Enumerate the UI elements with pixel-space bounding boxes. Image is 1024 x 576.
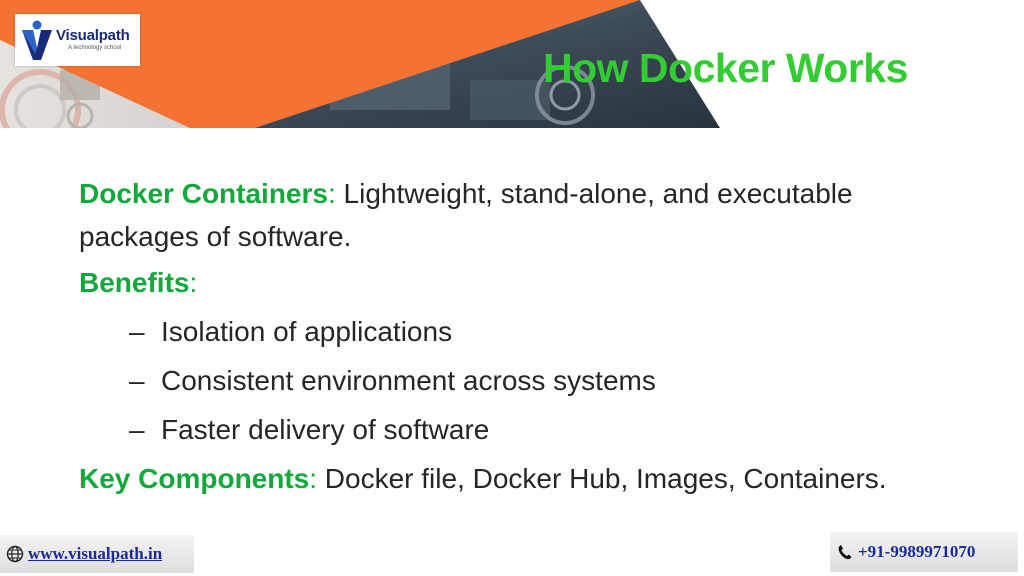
components-paragraph: Key Components: Docker file, Docker Hub,… bbox=[79, 463, 887, 494]
phone-number[interactable]: +91-9989971070 bbox=[858, 542, 976, 561]
containers-label: Docker Containers bbox=[79, 178, 328, 209]
visualpath-logo: Visualpath A technology school bbox=[15, 14, 140, 66]
benefit-text: Faster delivery of software bbox=[161, 414, 490, 445]
benefit-text: Isolation of applications bbox=[161, 316, 453, 347]
header-banner bbox=[0, 0, 1024, 128]
slide-content: Docker Containers: Lightweight, stand-al… bbox=[79, 172, 979, 500]
website-footer: www.visualpath.in bbox=[0, 535, 194, 573]
list-item: –Isolation of applications bbox=[129, 307, 979, 356]
containers-text: Lightweight, stand-alone, and executable… bbox=[79, 178, 853, 252]
logo-v-icon bbox=[22, 20, 52, 60]
logo-tagline: A technology school bbox=[68, 45, 122, 51]
logo-name: Visualpath bbox=[56, 27, 130, 44]
list-item: –Faster delivery of software bbox=[129, 405, 979, 454]
benefit-text: Consistent environment across systems bbox=[161, 365, 656, 396]
slide-title: How Docker Works bbox=[543, 45, 908, 91]
list-item: –Consistent environment across systems bbox=[129, 356, 979, 405]
components-label: Key Components bbox=[79, 463, 310, 494]
phone-icon bbox=[838, 545, 852, 560]
website-link[interactable]: www.visualpath.in bbox=[28, 544, 163, 563]
components-text: Docker file, Docker Hub, Images, Contain… bbox=[317, 463, 887, 494]
benefits-heading: Benefits: bbox=[79, 267, 198, 298]
containers-paragraph: Docker Containers: Lightweight, stand-al… bbox=[79, 178, 853, 252]
phone-footer: +91-9989971070 bbox=[830, 532, 1018, 572]
banner-graphic bbox=[0, 0, 1024, 128]
globe-icon bbox=[6, 545, 24, 563]
benefits-list: –Isolation of applications –Consistent e… bbox=[79, 307, 979, 454]
benefits-label: Benefits bbox=[79, 267, 190, 298]
